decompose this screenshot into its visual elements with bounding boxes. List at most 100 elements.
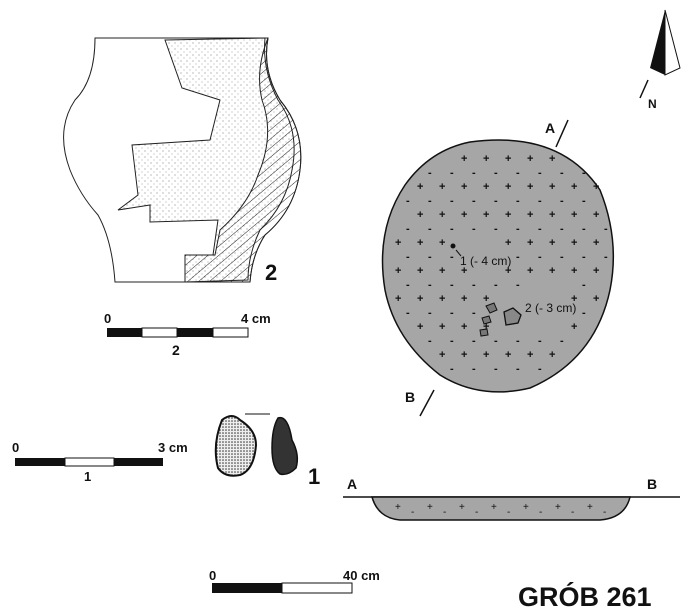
fill-symbol: -	[538, 251, 542, 263]
fill-symbol: -	[472, 279, 476, 291]
pot-scale-caption: 2	[172, 342, 180, 358]
fill-symbol: -	[406, 279, 410, 291]
fill-symbol: -	[472, 335, 476, 347]
fill-symbol: -	[516, 223, 520, 235]
fill-symbol: +	[395, 502, 401, 513]
fill-symbol: -	[516, 167, 520, 179]
fill-symbol: -	[472, 307, 476, 319]
fill-symbol: +	[555, 502, 561, 513]
fill-symbol: -	[406, 195, 410, 207]
fill-symbol: +	[549, 349, 555, 361]
fill-symbol: +	[593, 181, 599, 193]
fill-symbol: +	[571, 293, 577, 305]
fill-symbol: -	[538, 195, 542, 207]
fill-symbol: -	[450, 279, 454, 291]
fill-symbol: +	[459, 502, 465, 513]
fill-symbol: -	[406, 307, 410, 319]
fill-symbol: +	[505, 349, 511, 361]
fill-symbol: -	[450, 167, 454, 179]
fill-symbol: +	[483, 293, 489, 305]
fill-symbol: -	[538, 335, 542, 347]
pot-drawing	[63, 37, 302, 283]
fill-symbol: -	[443, 507, 446, 518]
fill-symbol: -	[539, 507, 542, 518]
fill-symbol: -	[507, 507, 510, 518]
fill-symbol: -	[428, 307, 432, 319]
fill-symbol: +	[527, 237, 533, 249]
fill-symbol: +	[439, 293, 445, 305]
bead-scale-caption: 1	[84, 469, 91, 484]
pit-plan: +++++--------+++++++++---------+++++++++…	[381, 119, 615, 417]
fill-symbol: -	[406, 223, 410, 235]
fill-symbol: -	[538, 167, 542, 179]
fill-symbol: +	[417, 209, 423, 221]
fill-symbol: -	[560, 167, 564, 179]
pot-number: 2	[265, 260, 277, 285]
fill-symbol: -	[494, 167, 498, 179]
fill-symbol: -	[450, 223, 454, 235]
fill-symbol: +	[395, 293, 401, 305]
fill-symbol: +	[593, 293, 599, 305]
fill-symbol: -	[472, 195, 476, 207]
pit-label-b: B	[405, 389, 415, 405]
bead-number: 1	[308, 464, 320, 489]
fill-symbol: +	[417, 237, 423, 249]
fill-symbol: -	[582, 167, 586, 179]
fill-symbol: -	[450, 307, 454, 319]
fill-symbol: -	[472, 363, 476, 375]
fill-symbol: -	[538, 363, 542, 375]
fill-symbol: +	[483, 349, 489, 361]
fill-symbol: +	[593, 209, 599, 221]
north-label: N	[648, 97, 657, 111]
fill-symbol: +	[483, 181, 489, 193]
fill-symbol: -	[582, 307, 586, 319]
fill-symbol: +	[571, 265, 577, 277]
fill-symbol: +	[417, 181, 423, 193]
fill-symbol: -	[516, 195, 520, 207]
fill-symbol: +	[417, 265, 423, 277]
fill-symbol: +	[505, 209, 511, 221]
fill-symbol: -	[472, 223, 476, 235]
fill-symbol: -	[428, 195, 432, 207]
fill-symbol: -	[604, 223, 608, 235]
grave-title: GRÓB 261	[518, 581, 652, 612]
fill-symbol: +	[571, 237, 577, 249]
fill-symbol: -	[428, 223, 432, 235]
fill-symbol: +	[571, 181, 577, 193]
fill-symbol: +	[395, 265, 401, 277]
fill-symbol: +	[593, 237, 599, 249]
fill-symbol: +	[527, 153, 533, 165]
bead-scale-start: 0	[12, 440, 19, 455]
find-1-label: 1 (- 4 cm)	[460, 254, 511, 268]
fill-symbol: -	[494, 279, 498, 291]
profile-label-b: B	[647, 476, 657, 492]
fill-symbol: +	[461, 293, 467, 305]
fill-symbol: +	[571, 321, 577, 333]
fill-symbol: -	[516, 251, 520, 263]
fill-symbol: +	[461, 209, 467, 221]
fill-symbol: +	[427, 502, 433, 513]
fill-symbol: +	[549, 265, 555, 277]
fill-symbol: -	[494, 363, 498, 375]
fill-symbol: +	[505, 265, 511, 277]
fill-symbol: -	[582, 195, 586, 207]
fill-symbol: -	[475, 507, 478, 518]
fill-symbol: -	[472, 167, 476, 179]
fill-symbol: +	[505, 181, 511, 193]
fill-symbol: +	[439, 237, 445, 249]
fill-symbol: +	[461, 321, 467, 333]
bead-scale-end: 3 cm	[158, 440, 188, 455]
fill-symbol: +	[483, 153, 489, 165]
pot-scale-bar	[107, 327, 249, 338]
fill-symbol: -	[560, 223, 564, 235]
fill-symbol: -	[428, 279, 432, 291]
fill-symbol: +	[483, 209, 489, 221]
fill-symbol: +	[439, 265, 445, 277]
grave-scale-start: 0	[209, 568, 216, 583]
fill-symbol: +	[549, 153, 555, 165]
fill-symbol: -	[494, 195, 498, 207]
fill-symbol: +	[439, 321, 445, 333]
pot-scale-end: 4 cm	[241, 311, 271, 326]
grave-scale-bar	[212, 582, 353, 594]
fill-symbol: +	[461, 153, 467, 165]
